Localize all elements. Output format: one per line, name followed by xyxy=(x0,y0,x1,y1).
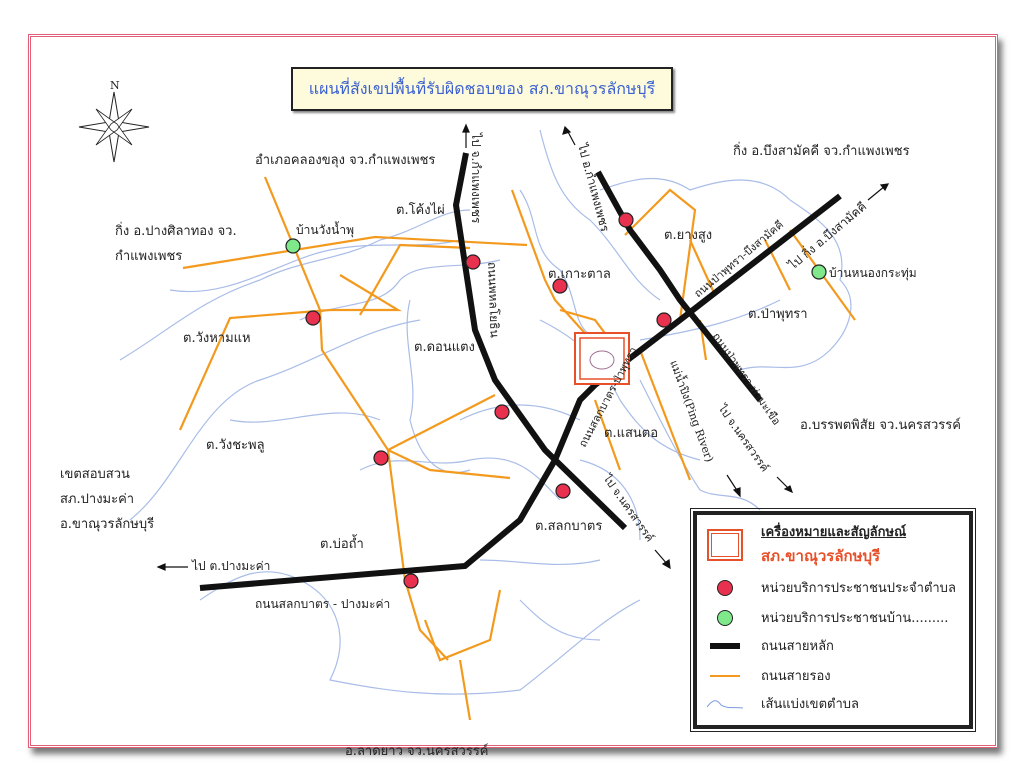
label-zone-2: สภ.ปางมะค่า xyxy=(60,492,134,507)
legend-secondary-road-label: ถนนสายรอง xyxy=(761,669,831,684)
station-symbol xyxy=(574,332,630,385)
label-khong-phai: ต.โค้งไผ่ xyxy=(396,202,445,218)
red-dot-icon xyxy=(717,579,733,596)
tambon-unit-markers xyxy=(305,212,672,589)
legend-secondary-road: ถนนสายรอง xyxy=(707,665,831,686)
compass-north-label: N xyxy=(110,79,120,92)
arrows xyxy=(156,123,890,571)
label-to-kamphaeng-1: ไป จ.กำแพงเพชร xyxy=(469,132,483,224)
legend-heading: เครื่องหมายและสัญลักษณ์ xyxy=(761,525,907,540)
label-salok-bat: ต.สลกบาตร xyxy=(535,519,602,534)
label-wang-chaphlu: ต.วังชะพลู xyxy=(206,438,265,453)
label-saen-to: ต.แสนตอ xyxy=(604,426,658,441)
boundary-line-icon xyxy=(707,699,743,708)
secondary-roads xyxy=(178,176,856,721)
station-icon xyxy=(707,528,743,561)
legend-village-unit: หน่วยบริการประชาชนบ้าน......... xyxy=(707,607,948,628)
label-khlong-khlung: อำเภอคลองขลุง จว.กำแพงเพชร xyxy=(255,153,435,168)
label-bo-tham: ต.บ่อถ้ำ xyxy=(320,534,364,552)
label-pang-sila-2: กำแพงเพชร xyxy=(115,249,182,264)
label-road-salok-pang-makha: ถนนสลกบาตร - ปางมะค่า xyxy=(255,597,390,611)
map-title: แผนที่สังเขปพื้นที่รับผิดชอบของ สภ.ขาณุว… xyxy=(291,67,673,111)
label-phahonyothin-road: ถนนพหลโยธิน xyxy=(485,262,502,338)
label-pang-sila-1: กิ่ง อ.ปางศิลาทอง จว. xyxy=(115,222,237,239)
legend-boundary: เส้นแบ่งเขตตำบล xyxy=(707,693,859,714)
label-ko-tan: ต.เกาะตาล xyxy=(548,267,611,282)
label-lat-yao: อ.ลาดยาว จว.นครสวรรค์ xyxy=(345,743,489,759)
legend-tambon-unit-label: หน่วยบริการประชาชนประจำตำบล xyxy=(761,581,956,596)
label-ban-nong-krathum: บ้านหนองกระทุ่ม xyxy=(829,266,917,281)
legend: เครื่องหมายและสัญลักษณ์ สภ.ขาณุวรลักษบุร… xyxy=(690,508,976,732)
label-zone-1: เขตสอบสวน xyxy=(60,467,130,482)
label-ban-wang-nam-phu: บ้านวังน้ำพุ xyxy=(296,221,354,238)
green-dot-icon xyxy=(717,609,733,626)
legend-station-label: สภ.ขาณุวรลักษบุรี xyxy=(761,547,881,565)
label-to-pang-makha: ไป ต.ปางมะค่า xyxy=(191,559,270,573)
label-yang-sung: ต.ยางสูง xyxy=(664,228,712,243)
label-pa-phutsa: ต.ป่าพุทรา xyxy=(748,307,808,322)
label-banphot: อ.บรรพตพิสัย จว.นครสวรรค์ xyxy=(800,417,961,433)
legend-boundary-label: เส้นแบ่งเขตตำบล xyxy=(761,697,859,712)
main-road-icon xyxy=(710,642,740,649)
legend-tambon-unit: หน่วยบริการประชาชนประจำตำบล xyxy=(707,577,956,598)
main-roads xyxy=(199,152,842,591)
legend-village-unit-label: หน่วยบริการประชาชนบ้าน......... xyxy=(761,611,949,626)
label-don-taeng: ต.ดอนแตง xyxy=(414,340,475,355)
label-bueng-samakkhi: กิ่ง อ.บึงสามัคคี จว.กำแพงเพชร xyxy=(733,142,910,159)
legend-main-road: ถนนสายหลัก xyxy=(707,635,834,656)
legend-main-road-label: ถนนสายหลัก xyxy=(761,639,834,654)
legend-station: เครื่องหมายและสัญลักษณ์ สภ.ขาณุวรลักษบุร… xyxy=(707,521,906,568)
label-wang-ham-hae: ต.วังหามแห xyxy=(183,331,251,346)
compass-rose-icon: N xyxy=(78,79,150,163)
village-unit-markers xyxy=(285,238,827,280)
label-zone-3: อ.ขาณุวรลักษบุรี xyxy=(60,516,154,532)
secondary-road-icon xyxy=(710,674,740,677)
